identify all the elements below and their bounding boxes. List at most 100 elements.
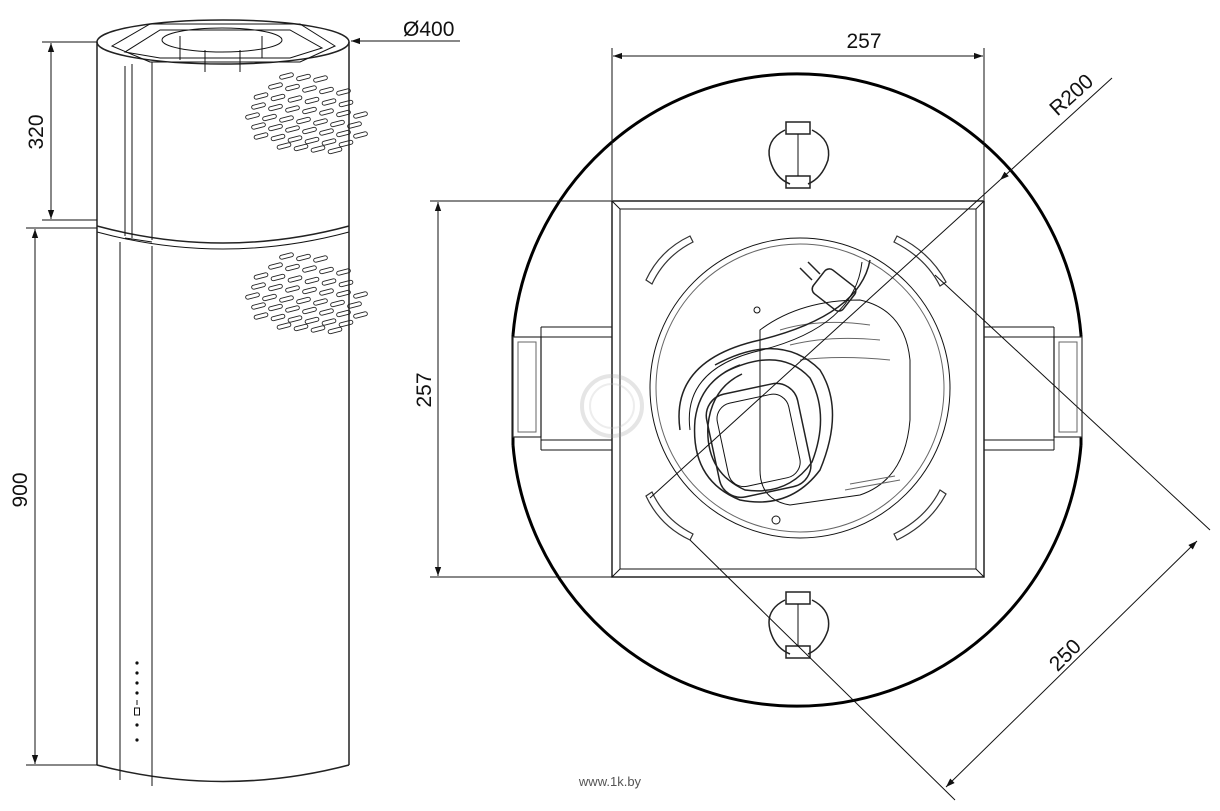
vent-slot [321,278,337,286]
vent-slot [353,311,368,319]
vent-slot [302,306,317,315]
vent-slot [319,86,334,95]
vent-slot [330,119,345,128]
vent-slot [287,95,303,103]
dim-label-900: 900 [9,472,32,507]
vent-slot [336,268,351,276]
side-view: 320 900 Ø400 [9,18,460,786]
vent-slot [268,262,283,270]
vent-slot [253,272,269,280]
outer-circle [511,72,1083,336]
dim-label-250: 250 [1045,635,1086,676]
vent-slot [338,99,354,108]
dim-line-250 [945,540,1198,788]
vent-slot [285,305,300,313]
vent-slot [296,73,311,82]
vent-slot [313,118,328,126]
vent-slot [296,253,311,262]
vent-slot [287,275,303,283]
watermark-text: www.1k.by [578,774,642,789]
dim-label-257-top: 257 [846,30,881,53]
vent-slot [319,266,334,275]
bottom-rim [96,764,350,783]
top-mount-frame [110,23,337,63]
vent-slot [327,146,343,155]
vent-slot [347,301,362,309]
vent-slot [276,142,292,150]
control-panel [134,661,140,742]
vent-slot [285,285,300,293]
vent-slot [279,72,294,80]
vent-slot [253,312,269,320]
vent-slot [262,293,277,302]
vent-slot [268,303,283,312]
vent-slot [338,279,354,288]
vent-slot [296,296,311,305]
left-mount-bar [512,326,612,451]
vent-slot [253,92,269,100]
vent-slot [304,96,320,105]
fan-opening [649,237,951,539]
right-mount-bar [984,326,1083,451]
watermark-logo [580,374,644,438]
vent-slot [279,295,294,303]
vent-slot [336,289,351,298]
vent-slot [270,273,286,282]
vent-slot [285,105,300,113]
vent-slot [287,315,303,323]
vent-slot [279,115,294,123]
vent-slot [270,313,286,322]
motor-housing [759,299,911,506]
vent-slot [251,102,266,110]
vent-slot [327,326,343,335]
bottom-clip [768,591,830,659]
top-duct-opening [161,27,283,53]
power-cable [678,259,871,525]
vent-slot [262,113,277,122]
plug [799,261,857,312]
vent-slot [321,98,337,106]
vent-slot [336,129,351,138]
vent-slot [296,116,311,125]
dim-label-radius: R200 [1045,70,1098,121]
vent-slot [287,135,303,143]
vent-slot [336,109,351,118]
vent-slot [319,288,334,296]
mount-plate [611,200,985,578]
vent-slot [319,308,334,316]
vent-slot [270,93,286,102]
vent-slot [285,263,300,272]
vent-slot [319,128,334,136]
vent-slot [336,88,351,96]
vent-slot [276,322,292,330]
vent-slot [245,112,260,120]
vent-slot [313,255,328,263]
vent-slot [304,276,320,285]
vent-slot [353,291,368,299]
dim-label-320: 320 [25,114,48,149]
vent-slot [251,122,266,130]
vent-slot [302,126,317,135]
vent-slot [310,325,326,333]
vent-slot [270,133,286,142]
vent-slot [347,121,362,129]
vent-slot [285,83,300,92]
vent-slot [268,103,283,112]
upper-lower-seam [96,225,350,244]
vent-slot [336,309,351,318]
lower-vent-slots [245,252,368,335]
vent-slot [321,138,337,146]
vent-slot [302,85,317,93]
upper-vent-slots [245,72,368,155]
vent-slot [285,125,300,133]
vent-slot [279,252,294,260]
vent-slot [251,282,266,290]
vent-slot [313,298,328,306]
dim-label-diameter: Ø400 [403,18,454,41]
vent-slot [330,299,345,308]
vent-slot [302,106,317,115]
vent-slot [338,319,354,328]
vent-slot [253,132,269,140]
vent-slot [245,292,260,300]
